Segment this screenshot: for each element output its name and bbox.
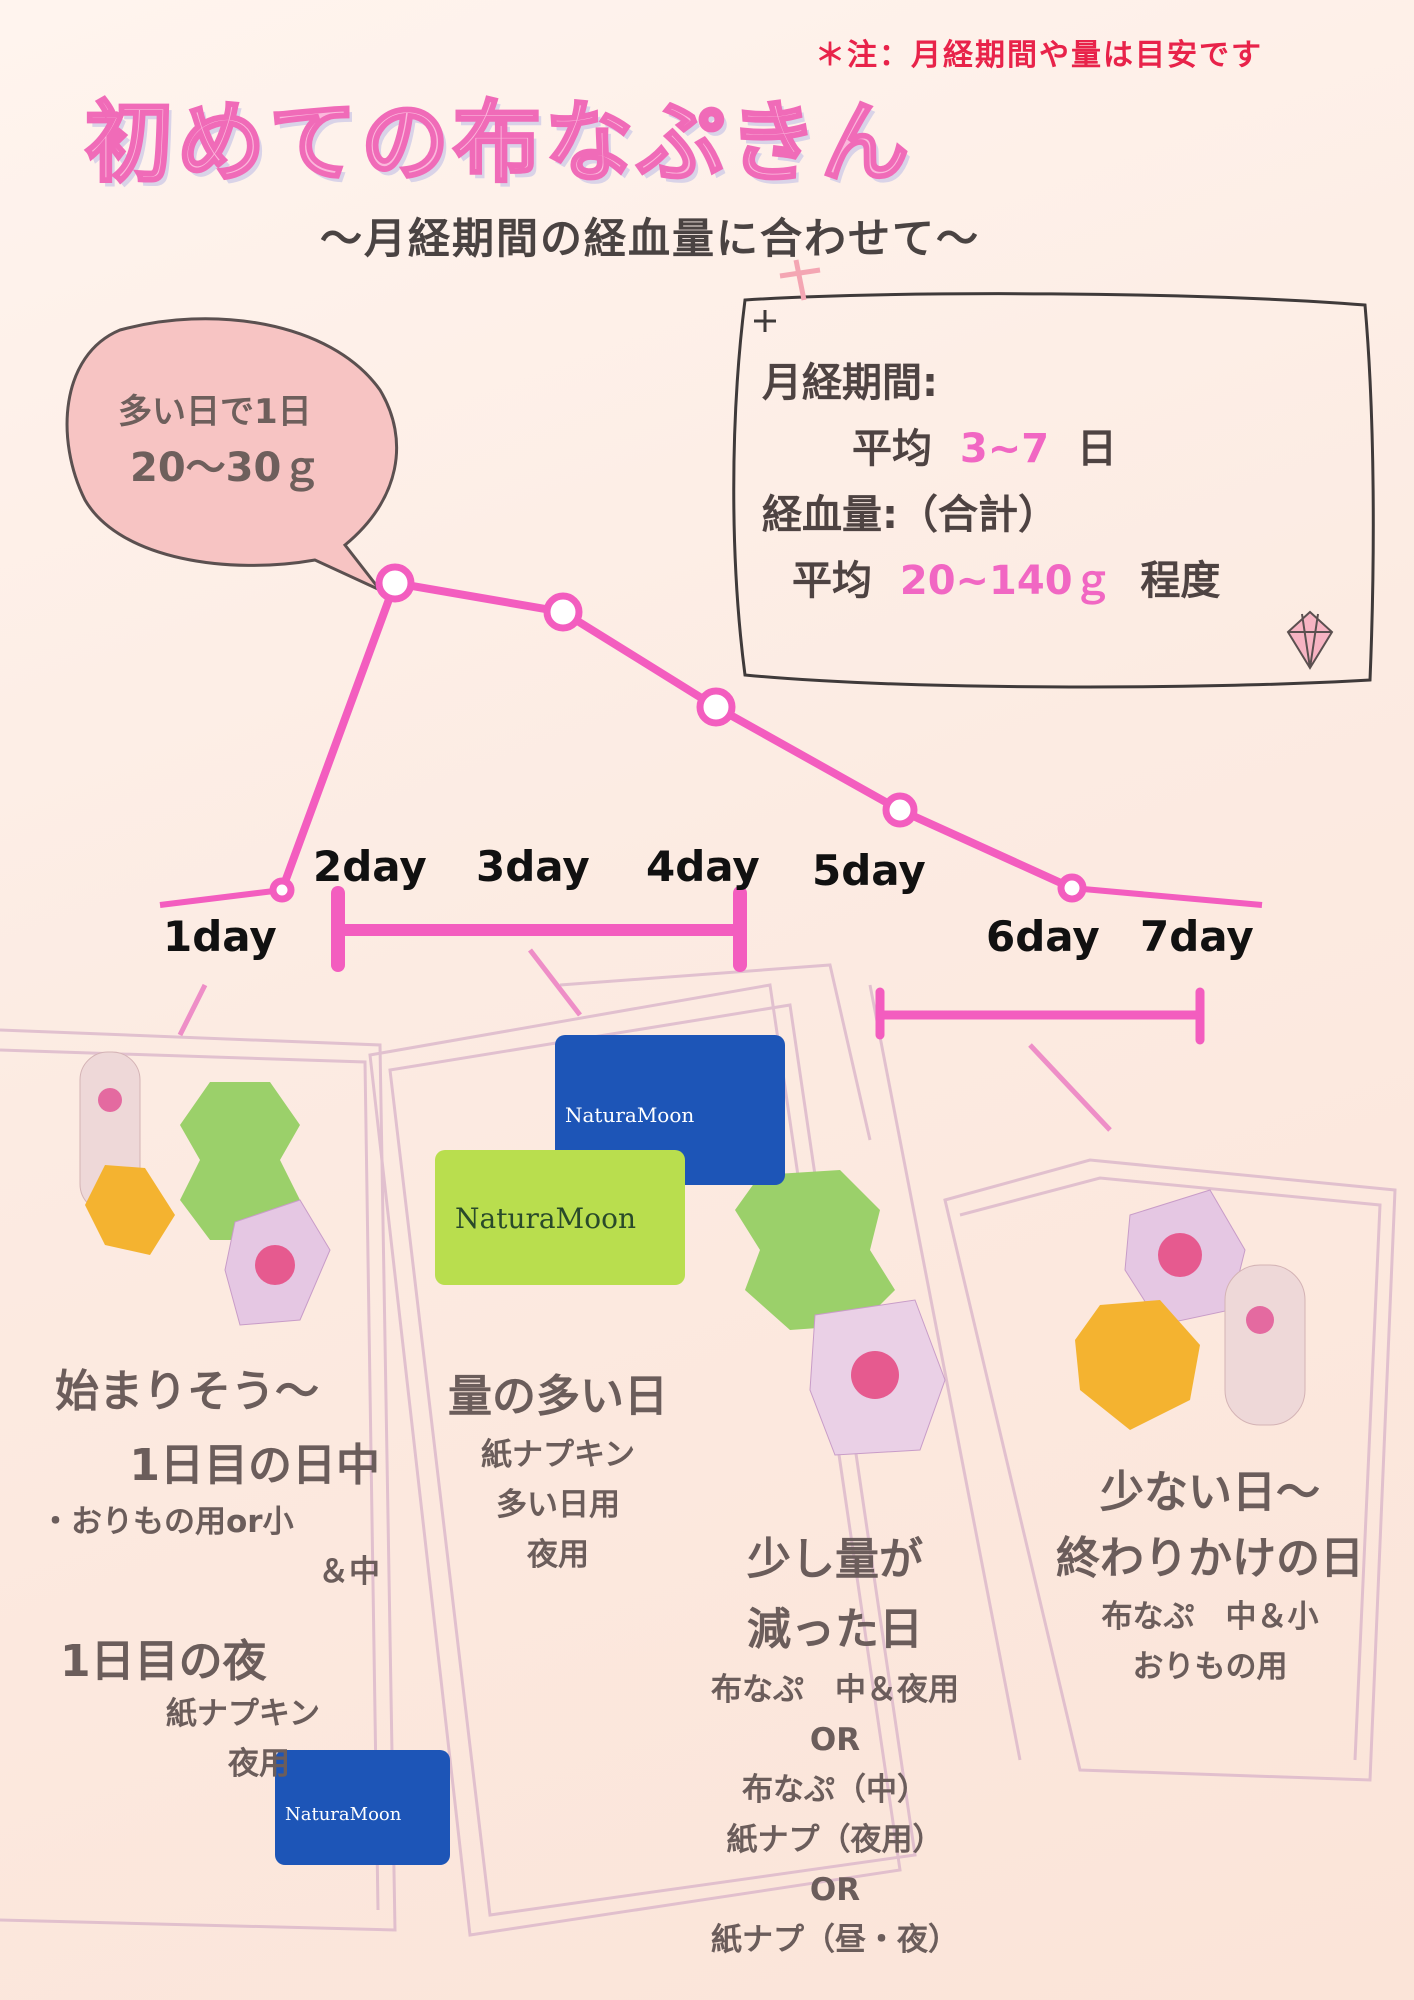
section-start-sub-2: ＆中 xyxy=(318,1554,380,1590)
section-heavy-title: 量の多い日 xyxy=(448,1371,668,1422)
section-less-sub-3: 布なぷ（中） xyxy=(742,1772,928,1808)
page-subtitle: ～月経期間の経血量に合わせて～ xyxy=(320,214,981,263)
section-less-sub-6: 紙ナプ（昼・夜） xyxy=(711,1922,959,1958)
yellow-pad xyxy=(1075,1300,1200,1430)
disclaimer-note: ＊注：月経期間や量は目安です xyxy=(815,38,1263,73)
diamond-icon xyxy=(1286,610,1334,670)
chart-point-2 xyxy=(375,563,415,603)
brand-label: NaturaMoon xyxy=(285,1804,402,1825)
period-value: 3~7 xyxy=(959,426,1050,472)
period-prefix: 平均 xyxy=(852,426,932,472)
section-less-title-1: 少し量が xyxy=(747,1534,923,1585)
blue-napkin-package xyxy=(275,1750,450,1865)
section-end: 少ない日～ 終わりかけの日 布なぷ 中＆小 おりもの用 xyxy=(1040,1460,1380,1692)
section-heavy: 量の多い日 紙ナプキン 多い日用 夜用 xyxy=(418,1360,698,1580)
chart-point-6 xyxy=(1057,873,1087,903)
section-less-sub-4: 紙ナプ（夜用） xyxy=(726,1822,944,1858)
section-less-sub-5: OR xyxy=(809,1872,861,1908)
section-less-sub-1: 布なぷ 中＆夜用 xyxy=(711,1672,959,1708)
day-label-6: 6day xyxy=(986,912,1100,961)
blood-prefix: 平均 xyxy=(792,558,872,604)
info-box xyxy=(732,292,1375,689)
day-label-3: 3day xyxy=(476,842,590,891)
heavy-days-bracket xyxy=(331,886,747,972)
section-start-title-2: 1日目の日中 xyxy=(129,1440,380,1491)
section-night1-sub-1: 紙ナプキン xyxy=(165,1696,320,1732)
info-panel: 月経期間: 平均 3~7 日 経血量:（合計） 平均 20~140ｇ 程度 xyxy=(762,350,1220,614)
blood-suffix: 程度 xyxy=(1140,558,1221,604)
green-polka-pad xyxy=(735,1170,895,1330)
flow-chart xyxy=(159,563,1263,908)
section-end-title-2: 終わりかけの日 xyxy=(1056,1533,1364,1584)
section-start-sub-1: ・おりもの用or小 xyxy=(40,1504,294,1540)
section-end-title-1: 少ない日～ xyxy=(1100,1467,1320,1518)
day-label-4: 4day xyxy=(646,842,760,891)
chart-lead-out xyxy=(1071,885,1263,908)
section-less-title-2: 減った日 xyxy=(747,1604,923,1655)
section-night1-title: 1日目の夜 xyxy=(60,1636,267,1687)
sparkle-icon xyxy=(754,310,776,332)
flow-line xyxy=(278,578,1074,892)
section-end-sub-1: 布なぷ 中＆小 xyxy=(1101,1599,1319,1635)
brand-label: NaturaMoon xyxy=(455,1202,636,1235)
brand-label: NaturaMoon xyxy=(565,1103,694,1127)
blood-row: 平均 20~140ｇ 程度 xyxy=(762,548,1220,614)
pointer-lines xyxy=(177,948,1112,1132)
floral-panty-liner xyxy=(1224,1264,1306,1426)
period-label: 月経期間: xyxy=(762,360,938,406)
period-row: 平均 3~7 日 xyxy=(762,416,1220,482)
light-days-bracket xyxy=(875,987,1205,1045)
period-unit: 日 xyxy=(1076,426,1117,472)
section-night1: 1日目の夜 紙ナプキン 夜用 xyxy=(60,1625,320,1789)
green-polka-pad xyxy=(180,1082,300,1240)
day-label-5: 5day xyxy=(812,846,926,895)
day-label-7: 7day xyxy=(1140,912,1254,961)
chart-lead-in xyxy=(159,887,283,908)
napkin-packages: NaturaMoon NaturaMoon NaturaMoon xyxy=(275,1035,785,1865)
section-end-sub-2: おりもの用 xyxy=(1132,1649,1288,1685)
blood-value: 20~140ｇ xyxy=(899,558,1113,604)
chart-point-4 xyxy=(696,687,736,727)
chart-point-1 xyxy=(269,877,295,903)
sparkle-icon xyxy=(779,259,821,301)
section-less: 少し量が 減った日 布なぷ 中＆夜用 OR 布なぷ（中） 紙ナプ（夜用） OR … xyxy=(690,1525,980,1965)
section-night1-sub-2: 夜用 xyxy=(228,1746,290,1782)
day-label-2: 2day xyxy=(313,842,427,891)
yellow-pad xyxy=(85,1165,175,1255)
page-title: 初めての布なぷきん xyxy=(83,90,914,196)
section-heavy-sub-3: 夜用 xyxy=(527,1537,589,1573)
chart-point-3 xyxy=(543,592,583,632)
cloth-pad-illustrations xyxy=(79,1051,1306,1456)
section-start-title-1: 始まりそう～ xyxy=(55,1366,319,1417)
bubble-line-2: 20～30ｇ xyxy=(130,445,322,491)
blood-label: 経血量:（合計） xyxy=(762,492,1058,538)
bubble-text: 多い日で1日 20～30ｇ xyxy=(118,384,321,496)
section-heavy-sub-1: 紙ナプキン xyxy=(480,1437,636,1473)
green-napkin-package xyxy=(435,1150,685,1285)
chart-point-5 xyxy=(882,792,918,828)
section-start: 始まりそう～ 1日目の日中 ・おりもの用or小 ＆中 xyxy=(40,1355,380,1597)
section-less-sub-2: OR xyxy=(809,1722,861,1758)
blue-napkin-package xyxy=(555,1035,785,1185)
day-label-1: 1day xyxy=(163,912,277,961)
section-heavy-sub-2: 多い日用 xyxy=(496,1487,620,1523)
bubble-line-1: 多い日で1日 xyxy=(118,392,312,432)
